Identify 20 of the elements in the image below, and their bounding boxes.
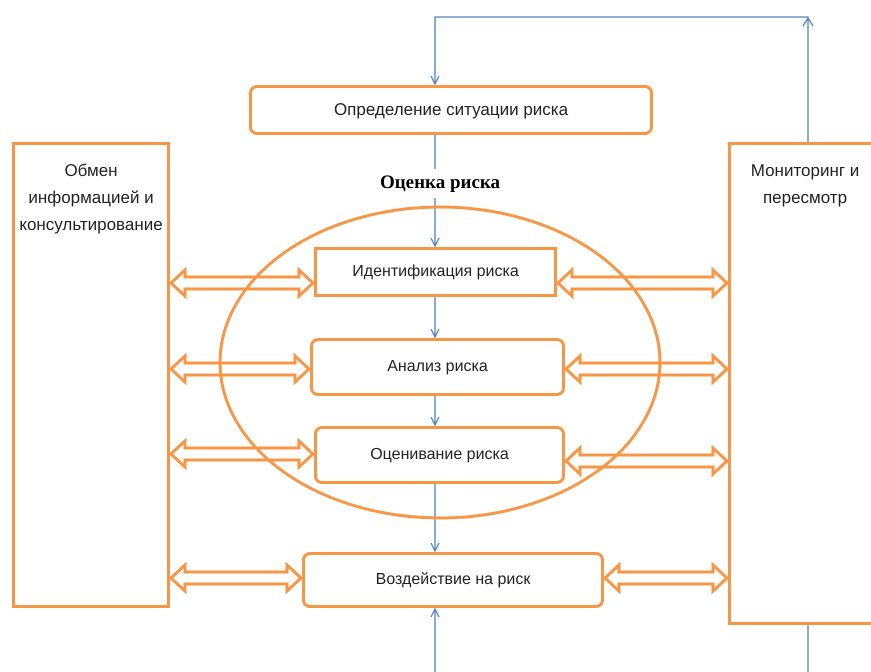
double-arrow: [564, 444, 730, 478]
arrow: [430, 16, 814, 143]
arrow: [430, 608, 440, 672]
process-box: Идентификация риска: [314, 247, 557, 297]
double-arrow: [556, 266, 730, 300]
arrow: [430, 297, 440, 338]
arrow: [430, 396, 440, 426]
double-arrow: [168, 438, 316, 470]
double-arrow: [564, 352, 730, 386]
double-arrow: [168, 352, 312, 386]
double-arrow: [168, 266, 316, 300]
arrow: [430, 484, 440, 552]
process-box: Анализ риска: [310, 338, 565, 396]
process-box: Воздействие на риск: [302, 552, 604, 608]
process-box: Обмен информацией и консультирование: [12, 142, 170, 608]
process-box: Мониторинг и пересмотр: [728, 142, 871, 625]
double-arrow: [602, 562, 730, 594]
process-box: Определение ситуации риска: [249, 85, 653, 135]
double-arrow: [168, 562, 304, 594]
process-box: Оценивание риска: [314, 426, 565, 484]
